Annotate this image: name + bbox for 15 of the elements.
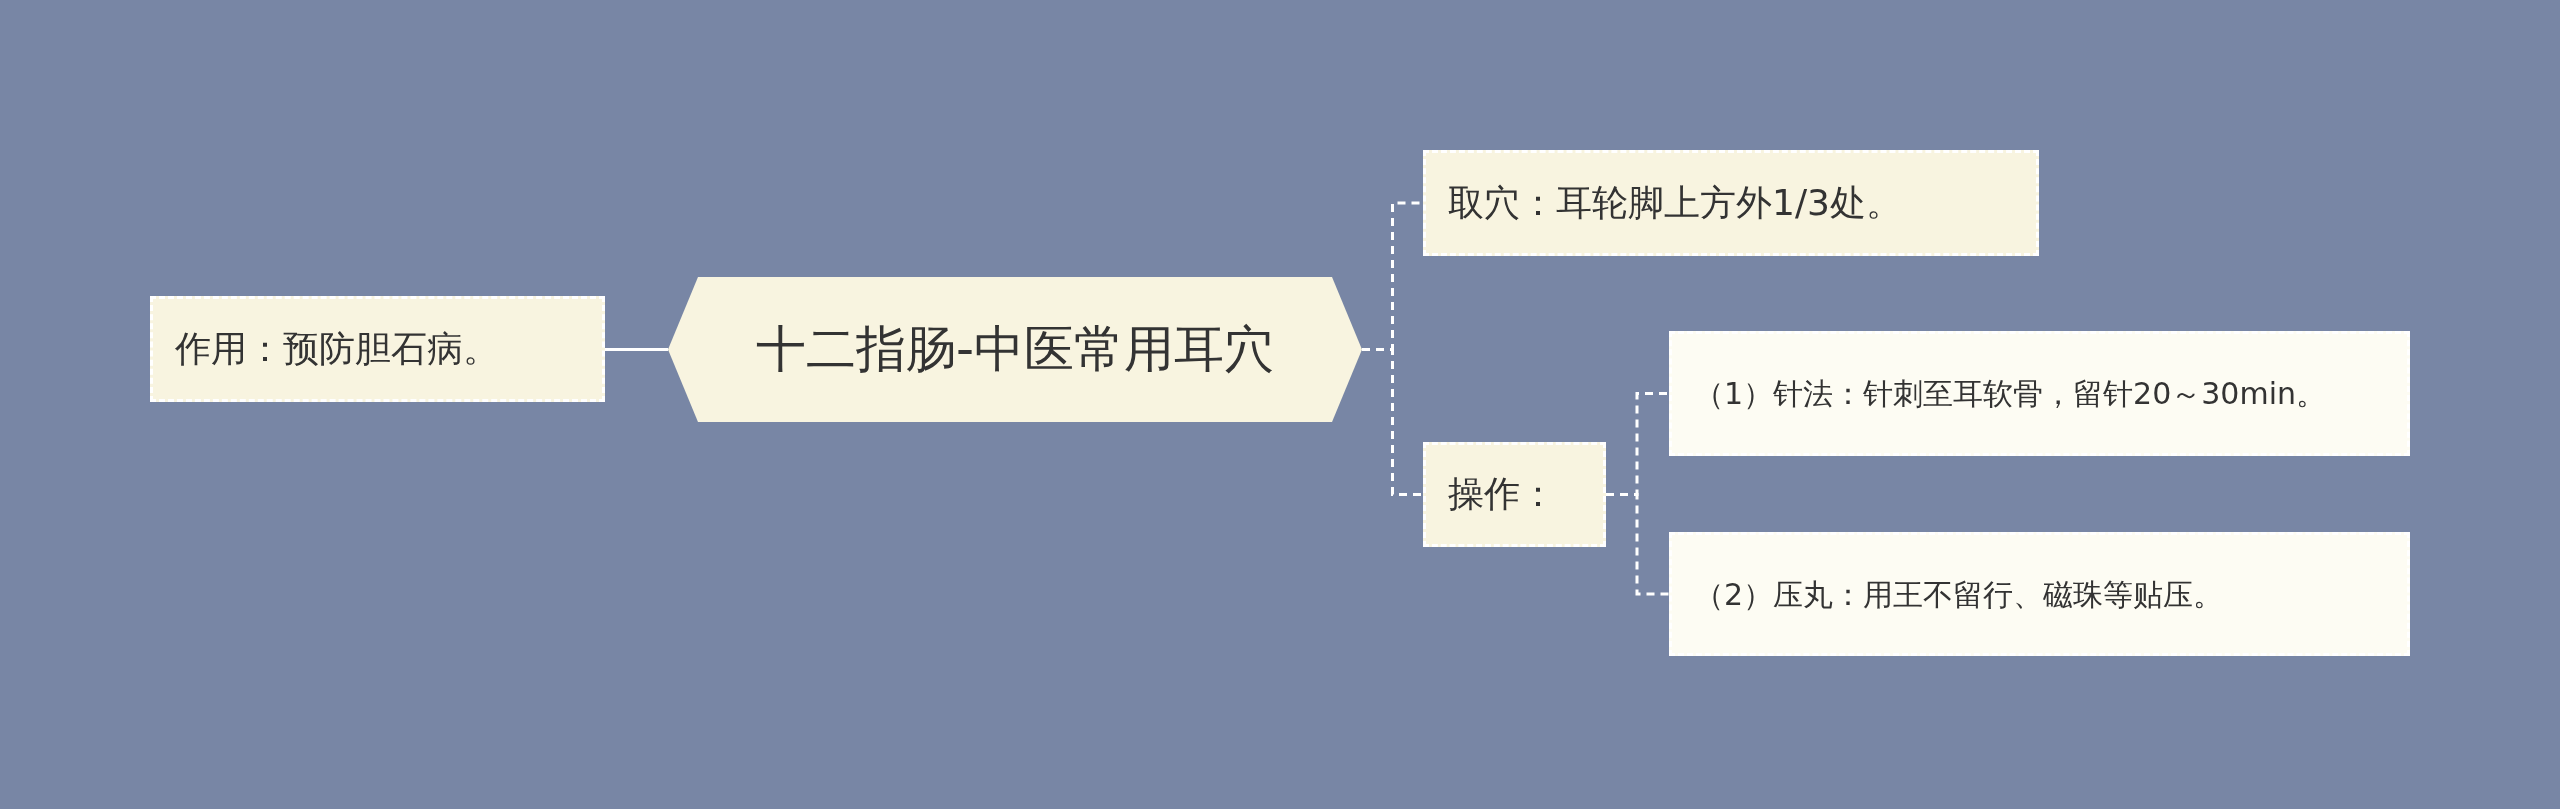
topic-hexagon xyxy=(668,277,1362,422)
subtopic-box xyxy=(1669,532,2410,656)
topic-text: 取穴：耳轮脚上方外1/3处。 xyxy=(1448,180,1902,225)
topic-text: 操作： xyxy=(1448,472,1556,516)
topic-box xyxy=(1423,150,2039,256)
topic-text: （2）压丸：用王不留行、磁珠等贴压。 xyxy=(1694,575,2224,614)
topic-box xyxy=(150,296,605,402)
topic-text: 作用：预防胆石病。 xyxy=(175,326,499,371)
topic-box xyxy=(1423,442,1606,547)
connector-line xyxy=(605,348,668,351)
connector-line xyxy=(1362,348,1423,496)
topic-title: 十二指肠-中医常用耳穴 xyxy=(755,319,1274,380)
subtopic-box xyxy=(1669,331,2410,456)
connector-line xyxy=(1606,493,1669,596)
topic-text: （1）针法：针刺至耳软骨，留针20～30min。 xyxy=(1694,375,2326,413)
